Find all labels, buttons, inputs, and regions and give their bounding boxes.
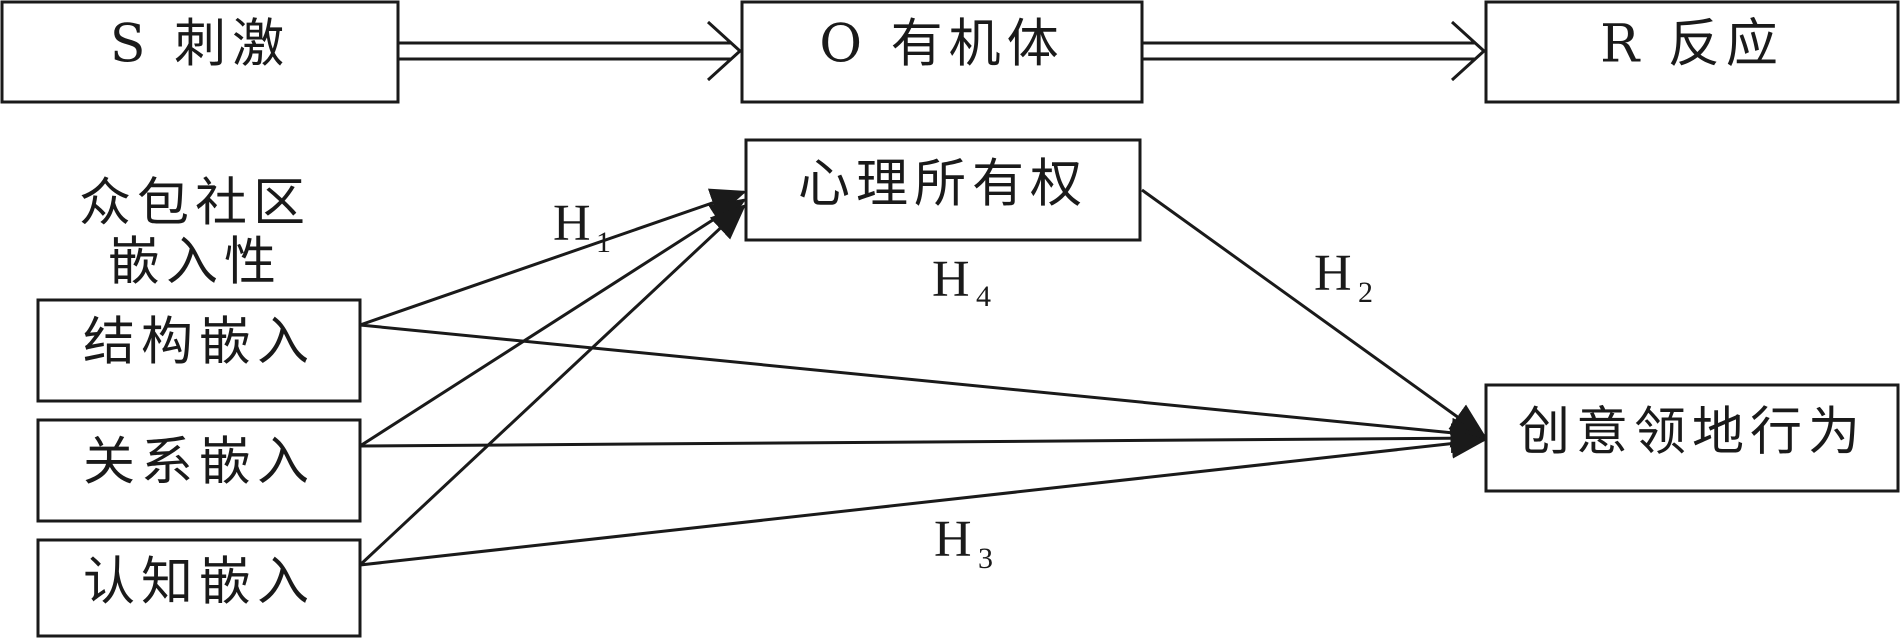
svg-text:H: H — [932, 251, 970, 308]
s-stimulus-node: S 刺激 — [0, 0, 400, 104]
cognitive-embedding-label: 认知嵌入 — [83, 553, 315, 613]
edge-relational-to-ownership — [359, 198, 747, 448]
r-response-label: R 反应 — [1600, 15, 1784, 75]
creative-territorial-behavior-label: 创意领地行为 — [1518, 403, 1866, 463]
s-to-o-double-arrow — [398, 20, 743, 82]
svg-text:4: 4 — [976, 280, 991, 313]
svg-text:H: H — [934, 511, 972, 568]
edge-relational-to-behavior — [359, 423, 1487, 454]
r-response-node: R 反应 — [1484, 0, 1900, 104]
edge-cognitive-to-ownership — [358, 203, 747, 567]
hypothesis-h1-label: H 1 — [553, 195, 611, 259]
creative-territorial-behavior-node: 创意领地行为 — [1484, 383, 1900, 493]
psychological-ownership-node: 心理所有权 — [744, 138, 1142, 242]
relational-embedding-label: 关系嵌入 — [83, 433, 315, 493]
structural-embedding-label: 结构嵌入 — [83, 313, 315, 373]
edge-ownership-to-behavior — [1141, 188, 1487, 438]
svg-text:H: H — [553, 195, 591, 252]
embeddedness-title-line2: 嵌入性 — [108, 233, 282, 293]
structural-embedding-node: 结构嵌入 — [36, 298, 362, 403]
edge-structural-to-behavior — [359, 323, 1487, 448]
s-stimulus-label: S 刺激 — [110, 15, 290, 75]
o-organism-node: O 有机体 — [740, 0, 1144, 104]
o-organism-label: O 有机体 — [819, 15, 1064, 75]
o-to-r-double-arrow — [1142, 20, 1487, 82]
hypothesis-h4-label: H 4 — [932, 251, 991, 313]
svg-text:H: H — [1314, 245, 1352, 302]
svg-text:3: 3 — [978, 542, 993, 575]
svg-text:1: 1 — [596, 226, 611, 259]
svg-text:2: 2 — [1358, 276, 1373, 309]
hypothesis-h2-label: H 2 — [1314, 245, 1373, 309]
edge-cognitive-to-behavior — [359, 428, 1487, 567]
relational-embedding-node: 关系嵌入 — [36, 418, 362, 523]
hypothesis-h3-label: H 3 — [934, 511, 993, 575]
embeddedness-title-line1: 众包社区 — [79, 174, 311, 234]
edge-structural-to-ownership — [359, 188, 747, 327]
psychological-ownership-label: 心理所有权 — [798, 155, 1088, 215]
cognitive-embedding-node: 认知嵌入 — [36, 538, 362, 638]
